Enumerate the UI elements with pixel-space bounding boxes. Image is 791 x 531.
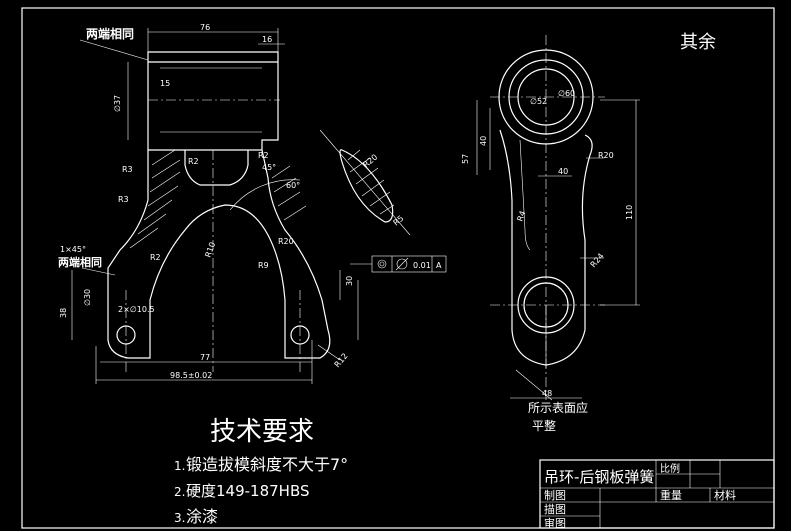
dim-r20b: R20 — [362, 153, 380, 170]
section-hatching — [129, 149, 307, 249]
requirements-heading: 技术要求 — [210, 417, 314, 447]
surface-note-2: 平整 — [532, 418, 556, 433]
dim-d52: ∅52 — [530, 97, 547, 106]
requirement-number: 1. — [174, 459, 185, 473]
dim-r3b: R3 — [118, 195, 129, 204]
dim-r2a: R2 — [188, 157, 199, 166]
dim-v57: 57 — [461, 154, 470, 164]
inner-slot — [184, 150, 249, 186]
rest-roughness-label: 其余 — [680, 32, 716, 53]
dim-angle-45: 45° — [262, 163, 276, 172]
dim-r3a: R3 — [122, 165, 133, 174]
top-boss-outline — [147, 51, 279, 151]
dim-r20c: R20 — [598, 151, 614, 160]
angle-arc — [229, 179, 301, 211]
dim-r2b: R2 — [150, 253, 161, 262]
weight-label: 重量 — [660, 488, 682, 502]
tolerance-datum: A — [436, 261, 442, 270]
section-detail — [319, 129, 411, 236]
dim-r20a: R20 — [278, 237, 294, 246]
ratio-label: 比例 — [660, 462, 680, 475]
requirement-text: 硬度149-187HBS — [186, 482, 310, 500]
dim-r9: R9 — [258, 261, 269, 270]
requirement-text: 锻造拔模斜度不大于7° — [186, 455, 348, 474]
dim-r4: R4 — [515, 210, 527, 223]
tolerance-frame — [350, 255, 447, 273]
dim-r2c: R2 — [258, 151, 269, 160]
requirement-text: 涂漆 — [186, 507, 218, 526]
dim-hole-2x: 2×∅10.5 — [118, 305, 155, 314]
dim-r12: R12 — [333, 351, 350, 369]
part-name: 吊环-后钢板弹簧 — [544, 468, 654, 486]
dim-len-15: 15 — [160, 79, 170, 88]
checked-by-label: 审图 — [544, 516, 566, 530]
material-label: 材料 — [714, 488, 736, 502]
body-outline — [107, 149, 331, 359]
traced-by-label: 描图 — [544, 502, 566, 516]
dim-angle-60: 60° — [286, 181, 300, 190]
dim-h40: 40 — [558, 167, 568, 176]
both-ends-same-note-left: 两端相同 — [58, 255, 102, 269]
side-view — [476, 35, 640, 401]
inner-edge — [519, 139, 531, 251]
dim-dia-left: ∅37 — [113, 95, 122, 112]
dim-r24: R24 — [589, 251, 606, 269]
dim-77: 77 — [200, 353, 210, 362]
dim-chamfer: 1×45° — [60, 245, 86, 254]
dim-top-width: 76 — [200, 23, 210, 32]
dim-dia-30: ∅30 — [83, 289, 92, 306]
dim-98: 98.5±0.02 — [170, 371, 212, 380]
requirement-number: 3. — [174, 511, 185, 525]
dim-h48: 48 — [542, 389, 552, 398]
dim-v40: 40 — [479, 136, 488, 146]
requirement-number: 2. — [174, 485, 185, 499]
dim-r10: R10 — [203, 241, 217, 259]
dim-len-38: 38 — [59, 308, 68, 318]
title-block — [539, 459, 775, 529]
tolerance-value: 0.01 — [413, 261, 431, 270]
front-view — [71, 28, 359, 384]
dim-top-right: 16 — [262, 35, 272, 44]
surface-note-1: 所示表面应 — [528, 400, 588, 415]
dim-30: 30 — [345, 276, 354, 286]
dim-d60: ∅60 — [558, 89, 575, 98]
dim-v110: 110 — [625, 205, 634, 220]
both-ends-same-note: 两端相同 — [86, 26, 134, 41]
drawn-by-label: 制图 — [544, 489, 566, 502]
drawing-frame — [21, 7, 775, 529]
side-body-outline — [499, 129, 593, 366]
